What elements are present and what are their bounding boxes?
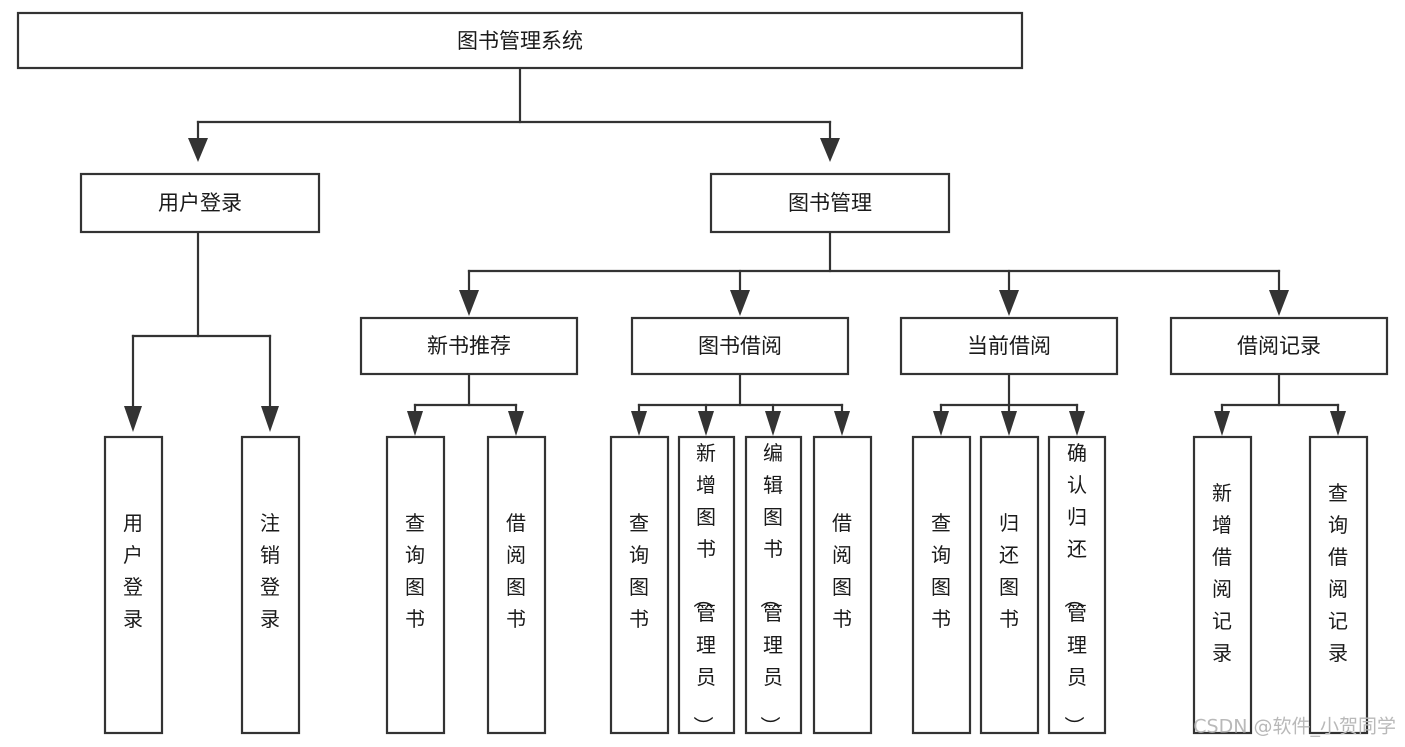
node-leaf-query-book-3[interactable]: 查询图书 bbox=[911, 435, 972, 735]
node-leaf-return-book-label: 归还图书 bbox=[999, 511, 1019, 631]
node-leaf-add-book-label: 新增图书（管理员） bbox=[691, 441, 716, 736]
arrow-head-borrow-record bbox=[1269, 290, 1289, 316]
connector-group-user-login bbox=[124, 230, 279, 432]
node-borrow-record-label: 借阅记录 bbox=[1237, 334, 1321, 358]
node-new-book-recommend-box[interactable] bbox=[359, 316, 579, 376]
arrow-head-leaf-add-record bbox=[1214, 411, 1230, 436]
node-leaf-user-login-box[interactable] bbox=[103, 435, 164, 735]
node-leaf-add-record[interactable]: 新增借阅记录 bbox=[1192, 435, 1253, 735]
node-current-borrow[interactable]: 当前借阅 bbox=[899, 316, 1119, 376]
node-user-login-label: 用户登录 bbox=[158, 191, 242, 215]
node-book-manage-box[interactable] bbox=[709, 172, 951, 234]
node-leaf-user-login-label: 用户登录 bbox=[123, 511, 143, 631]
node-book-borrow-box[interactable] bbox=[630, 316, 850, 376]
arrow-head-leaf-user-logout bbox=[261, 406, 279, 432]
arrow-head-book-borrow bbox=[730, 290, 750, 316]
node-leaf-query-record-box[interactable] bbox=[1308, 435, 1369, 735]
node-book-manage[interactable]: 图书管理 bbox=[709, 172, 951, 234]
node-book-borrow-label: 图书借阅 bbox=[698, 334, 782, 358]
node-current-borrow-label: 当前借阅 bbox=[967, 334, 1051, 358]
node-leaf-edit-book[interactable]: 编辑图书（管理员） bbox=[744, 435, 803, 736]
node-leaf-confirm-return[interactable]: 确认归还（管理员） bbox=[1047, 435, 1107, 736]
node-leaf-return-book[interactable]: 归还图书 bbox=[979, 435, 1040, 735]
node-leaf-add-record-label: 新增借阅记录 bbox=[1212, 481, 1232, 665]
arrow-head-leaf-query-record bbox=[1330, 411, 1346, 436]
node-borrow-record[interactable]: 借阅记录 bbox=[1169, 316, 1389, 376]
node-user-login[interactable]: 用户登录 bbox=[79, 172, 321, 234]
node-leaf-query-book-2[interactable]: 查询图书 bbox=[609, 435, 670, 735]
arrow-head-leaf-user-login bbox=[124, 406, 142, 432]
node-leaf-query-book-1-label: 查询图书 bbox=[405, 511, 425, 631]
connector-group-root bbox=[188, 66, 840, 162]
node-leaf-confirm-return-label: 确认归还（管理员） bbox=[1062, 441, 1087, 736]
node-book-manage-label: 图书管理 bbox=[788, 191, 872, 215]
node-leaf-query-record-label: 查询借阅记录 bbox=[1328, 481, 1348, 665]
node-leaf-user-logout-box[interactable] bbox=[240, 435, 301, 735]
node-leaf-return-book-box[interactable] bbox=[979, 435, 1040, 735]
node-leaf-borrow-book-2-box[interactable] bbox=[812, 435, 873, 735]
node-new-book-recommend[interactable]: 新书推荐 bbox=[359, 316, 579, 376]
node-new-book-recommend-label: 新书推荐 bbox=[427, 334, 511, 358]
node-leaf-borrow-book-1-label: 借阅图书 bbox=[506, 511, 526, 631]
arrow-head-current-borrow bbox=[999, 290, 1019, 316]
node-leaf-query-record[interactable]: 查询借阅记录 bbox=[1308, 435, 1369, 735]
arrow-head-leaf-borrow-book-2 bbox=[834, 411, 850, 436]
node-book-borrow[interactable]: 图书借阅 bbox=[630, 316, 850, 376]
node-leaf-query-book-2-label: 查询图书 bbox=[629, 511, 649, 631]
node-leaf-borrow-book-2[interactable]: 借阅图书 bbox=[812, 435, 873, 735]
node-leaf-query-book-1[interactable]: 查询图书 bbox=[385, 435, 446, 735]
node-root-label: 图书管理系统 bbox=[457, 29, 583, 53]
arrow-head-leaf-query-book-1 bbox=[407, 411, 423, 436]
node-leaf-query-book-3-box[interactable] bbox=[911, 435, 972, 735]
arrow-head-leaf-query-book-3 bbox=[933, 411, 949, 436]
node-leaf-add-record-box[interactable] bbox=[1192, 435, 1253, 735]
arrow-head-leaf-borrow-book-1 bbox=[508, 411, 524, 436]
connector-group-new-book-recommend bbox=[407, 372, 524, 436]
arrow-head-book-manage bbox=[820, 138, 840, 162]
arrow-head-new-book-recommend bbox=[459, 290, 479, 316]
connector-group-borrow-record bbox=[1214, 372, 1346, 436]
node-user-login-box[interactable] bbox=[79, 172, 321, 234]
node-leaf-confirm-return-box[interactable] bbox=[1047, 435, 1107, 735]
node-leaf-user-logout-label: 注销登录 bbox=[260, 511, 280, 631]
node-leaf-query-book-3-label: 查询图书 bbox=[931, 511, 951, 631]
node-current-borrow-box[interactable] bbox=[899, 316, 1119, 376]
connector-group-book-borrow bbox=[631, 372, 850, 436]
connector-group-book-manage bbox=[459, 230, 1289, 316]
node-leaf-user-login[interactable]: 用户登录 bbox=[103, 435, 164, 735]
node-leaf-borrow-book-2-label: 借阅图书 bbox=[832, 511, 852, 631]
arrow-head-leaf-query-book-2 bbox=[631, 411, 647, 436]
arrow-head-leaf-edit-book bbox=[765, 411, 781, 436]
node-leaf-user-logout[interactable]: 注销登录 bbox=[240, 435, 301, 735]
node-root[interactable]: 图书管理系统 bbox=[16, 11, 1024, 70]
node-root-box[interactable] bbox=[16, 11, 1024, 70]
connector-group-current-borrow bbox=[933, 372, 1085, 436]
node-leaf-add-book-box[interactable] bbox=[677, 435, 736, 735]
arrow-head-leaf-return-book bbox=[1001, 411, 1017, 436]
node-leaf-query-book-2-box[interactable] bbox=[609, 435, 670, 735]
node-borrow-record-box[interactable] bbox=[1169, 316, 1389, 376]
watermark-label: CSDN @软件_小贺同学 bbox=[1193, 716, 1396, 738]
node-leaf-edit-book-label: 编辑图书（管理员） bbox=[758, 441, 783, 736]
node-leaf-borrow-book-1[interactable]: 借阅图书 bbox=[486, 435, 547, 735]
node-leaf-query-book-1-box[interactable] bbox=[385, 435, 446, 735]
arrow-head-leaf-add-book bbox=[698, 411, 714, 436]
node-leaf-borrow-book-1-box[interactable] bbox=[486, 435, 547, 735]
arrow-head-leaf-confirm-return bbox=[1069, 411, 1085, 436]
arrow-head-user-login bbox=[188, 138, 208, 162]
node-leaf-add-book[interactable]: 新增图书（管理员） bbox=[677, 435, 736, 736]
node-leaf-edit-book-box[interactable] bbox=[744, 435, 803, 735]
